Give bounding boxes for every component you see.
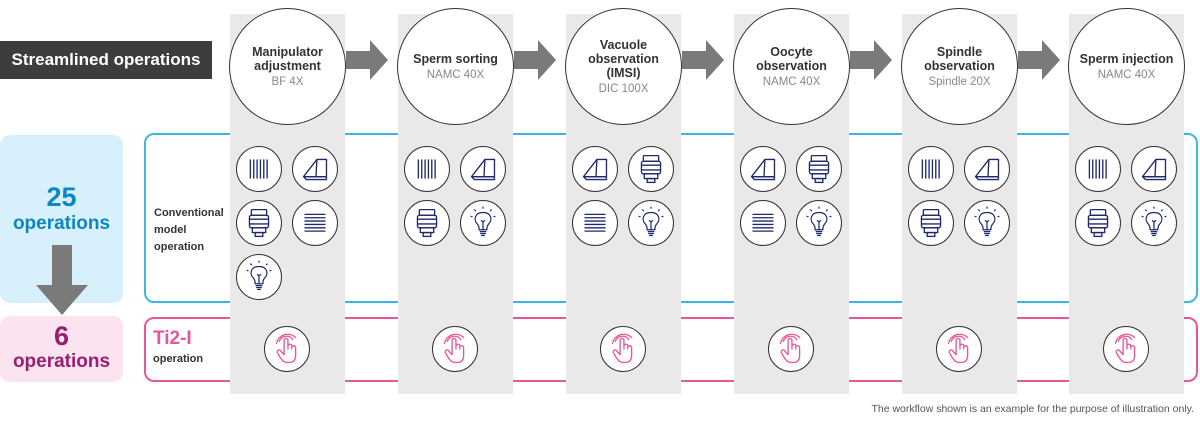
flow-arrow-icon [514, 40, 556, 80]
conventional-label: Conventional model operation [154, 207, 224, 253]
touch-icon [936, 326, 982, 372]
lamp-icon [1131, 200, 1177, 246]
ti2-count-word: operations [12, 351, 111, 372]
lamp-icon [236, 254, 282, 300]
step-mode: DIC 100X [598, 83, 649, 95]
lines-horizontal-icon [740, 200, 786, 246]
step-title: Vacuole observation (IMSI) [588, 38, 659, 80]
objective-icon [236, 200, 282, 246]
flow-arrow-icon [1018, 40, 1060, 80]
workflow-step: Manipulator adjustment BF 4X [229, 8, 346, 125]
touch-icon [432, 326, 478, 372]
conventional-count-number: 25 [46, 182, 77, 212]
lamp-icon [460, 200, 506, 246]
prism-icon [740, 146, 786, 192]
step-mode: BF 4X [271, 76, 304, 88]
step-title: Spindle observation [924, 45, 995, 73]
lines-horizontal-icon [292, 200, 338, 246]
flow-arrow-icon [850, 40, 892, 80]
prism-icon [1131, 146, 1177, 192]
lines-vertical-icon [236, 146, 282, 192]
touch-icon [600, 326, 646, 372]
step-title: Manipulator adjustment [252, 45, 323, 73]
step-title: Oocyte observation [756, 45, 827, 73]
prism-icon [460, 146, 506, 192]
step-mode: NAMC 40X [426, 69, 485, 81]
lamp-icon [628, 200, 674, 246]
lines-vertical-icon [1075, 146, 1121, 192]
workflow-step: Vacuole observation (IMSI) DIC 100X [565, 8, 682, 125]
lamp-icon [964, 200, 1010, 246]
streamlined-label: Streamlined operations [0, 41, 212, 79]
flow-arrow-icon [346, 40, 388, 80]
footnote: The workflow shown is an example for the… [871, 403, 1194, 415]
pink-count-panel [0, 316, 123, 382]
flow-arrow-icon [682, 40, 724, 80]
ti2-count-number: 6 [53, 321, 70, 351]
prism-icon [292, 146, 338, 192]
lines-vertical-icon [908, 146, 954, 192]
step-title: Sperm injection [1079, 52, 1174, 66]
objective-icon [1075, 200, 1121, 246]
ti2-title: Ti2-I [153, 328, 192, 349]
objective-icon [404, 200, 450, 246]
prism-icon [572, 146, 618, 192]
lines-horizontal-icon [572, 200, 618, 246]
lines-vertical-icon [404, 146, 450, 192]
step-mode: NAMC 40X [762, 76, 821, 88]
touch-icon [264, 326, 310, 372]
prism-icon [964, 146, 1010, 192]
lamp-icon [796, 200, 842, 246]
touch-icon [1103, 326, 1149, 372]
reduction-arrow-icon [36, 245, 88, 315]
step-mode: Spindle 20X [928, 76, 991, 88]
objective-icon [908, 200, 954, 246]
step-title: Sperm sorting [413, 52, 498, 66]
step-mode: NAMC 40X [1097, 69, 1156, 81]
objective-icon [628, 146, 674, 192]
ti2-operation-label: operation [153, 353, 204, 365]
objective-icon [796, 146, 842, 192]
conventional-count-word: operations [12, 213, 111, 234]
touch-icon [768, 326, 814, 372]
